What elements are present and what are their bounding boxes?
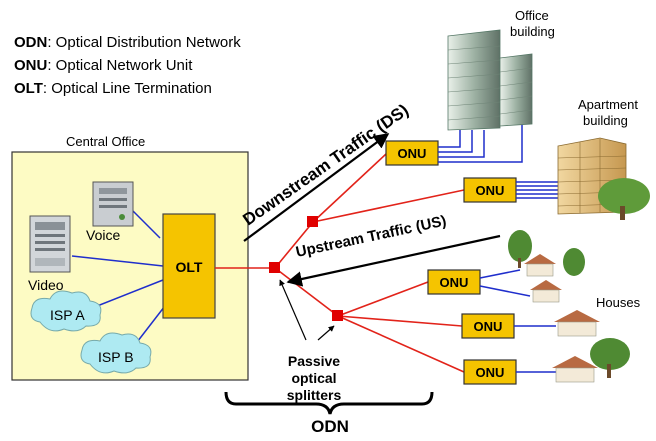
olt-box xyxy=(162,213,216,319)
isp-a-label: ISP A xyxy=(50,307,85,323)
onu-office: ONU xyxy=(385,140,439,166)
legend-odn-abbr: ODN xyxy=(14,34,47,51)
splitter-arrow-root xyxy=(279,279,307,341)
onu-apartment-label: ONU xyxy=(476,183,505,198)
onu-house-1-label: ONU xyxy=(440,275,469,290)
central-office-title: Central Office xyxy=(66,134,145,149)
olt-label: OLT xyxy=(176,259,203,275)
legend-onu-text: : Optical Network Unit xyxy=(47,57,193,74)
odn-label: ODN xyxy=(311,417,349,436)
legend-olt-text: : Optical Line Termination xyxy=(43,80,212,97)
splitter-label-2: optical xyxy=(291,370,336,386)
office-building-icon xyxy=(447,29,533,131)
office-label-1: Office xyxy=(515,8,549,23)
video-server-icon xyxy=(29,215,71,273)
onu-house-2-label: ONU xyxy=(474,319,503,334)
fiber-tree xyxy=(215,153,465,373)
onu-house-1: ONU xyxy=(427,269,481,295)
onu-house-2: ONU xyxy=(461,313,515,339)
video-label: Video xyxy=(28,277,64,293)
office-label-2: building xyxy=(510,24,555,39)
apartment-label-2: building xyxy=(583,113,628,128)
isp-b-label: ISP B xyxy=(98,349,134,365)
isp-b-link xyxy=(133,301,169,347)
legend-odn: ODN: Optical Distribution Network xyxy=(14,34,241,51)
houses-label: Houses xyxy=(596,295,641,310)
house-1-icon xyxy=(508,230,585,303)
apartment-label-1: Apartment xyxy=(578,97,638,112)
splitter-lower xyxy=(332,310,343,321)
video-link xyxy=(71,255,164,267)
legend-onu: ONU: Optical Network Unit xyxy=(14,57,193,74)
downstream-arrow xyxy=(243,133,390,242)
onu-house-3: ONU xyxy=(463,359,517,385)
house-3-icon xyxy=(552,338,630,383)
onu-house-3-label: ONU xyxy=(476,365,505,380)
legend-olt-abbr: OLT xyxy=(14,80,43,97)
voice-link xyxy=(129,207,161,239)
voice-server-icon xyxy=(92,181,134,227)
isp-b-cloud-icon xyxy=(80,332,152,374)
splitter-label-3: splitters xyxy=(287,387,342,403)
odn-brace xyxy=(224,391,434,415)
isp-a-cloud-icon xyxy=(30,290,102,332)
onu-apartment: ONU xyxy=(463,177,517,203)
onu-office-label: ONU xyxy=(398,146,427,161)
legend: ODN: Optical Distribution Network ONU: O… xyxy=(14,34,241,97)
splitter-arrow-lower xyxy=(317,325,335,341)
legend-onu-abbr: ONU xyxy=(14,57,47,74)
legend-odn-text: : Optical Distribution Network xyxy=(47,34,241,51)
house-2-icon xyxy=(554,310,600,337)
splitter-upper xyxy=(307,216,318,227)
apartment-building-icon xyxy=(557,137,650,220)
voice-label: Voice xyxy=(86,227,120,243)
splitter-label-1: Passive xyxy=(288,353,340,369)
upstream-arrow xyxy=(286,234,501,287)
legend-olt: OLT: Optical Line Termination xyxy=(14,80,212,97)
splitter-root xyxy=(269,262,280,273)
